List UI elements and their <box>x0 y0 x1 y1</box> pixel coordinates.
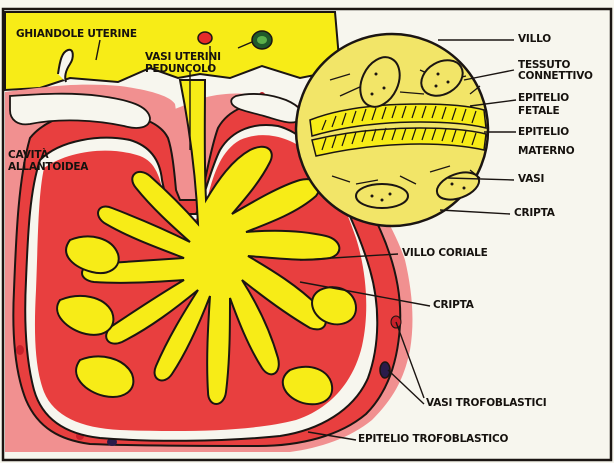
label-epitelio-trofoblastico: EPITELIO TROFOBLASTICO <box>358 434 508 445</box>
label-epitelio-materno-1: EPITELIO <box>518 127 569 138</box>
label-vasi-trofoblastici: VASI TROFOBLASTICI <box>426 398 546 409</box>
label-allantoidea: ALLANTOIDEA <box>8 162 88 173</box>
inset-vessel <box>356 184 408 208</box>
label-villo: VILLO <box>518 34 551 45</box>
label-cavita: CAVITÀ <box>8 150 48 161</box>
uterine-vessel-dark-inner <box>257 36 267 44</box>
label-cripta-inset: CRIPTA <box>514 208 555 219</box>
label-epitelio-fetale-2: FETALE <box>518 106 559 117</box>
label-connettivo: CONNETTIVO <box>518 71 593 82</box>
label-vasi: VASI <box>518 174 544 185</box>
label-vasi-uterini: VASI UTERINI <box>145 52 221 63</box>
uterine-vessel-red <box>198 32 212 44</box>
label-peduncolo: PEDUNCOLO <box>145 64 216 75</box>
label-epitelio-materno-2: MATERNO <box>518 146 575 157</box>
label-ghiandole-uterine: GHIANDOLE UTERINE <box>16 29 137 40</box>
vessel-spot <box>16 345 24 355</box>
label-epitelio-fetale-1: EPITELIO <box>518 93 569 104</box>
label-cripta: CRIPTA <box>433 300 474 311</box>
label-villo-coriale: VILLO CORIALE <box>402 248 488 259</box>
